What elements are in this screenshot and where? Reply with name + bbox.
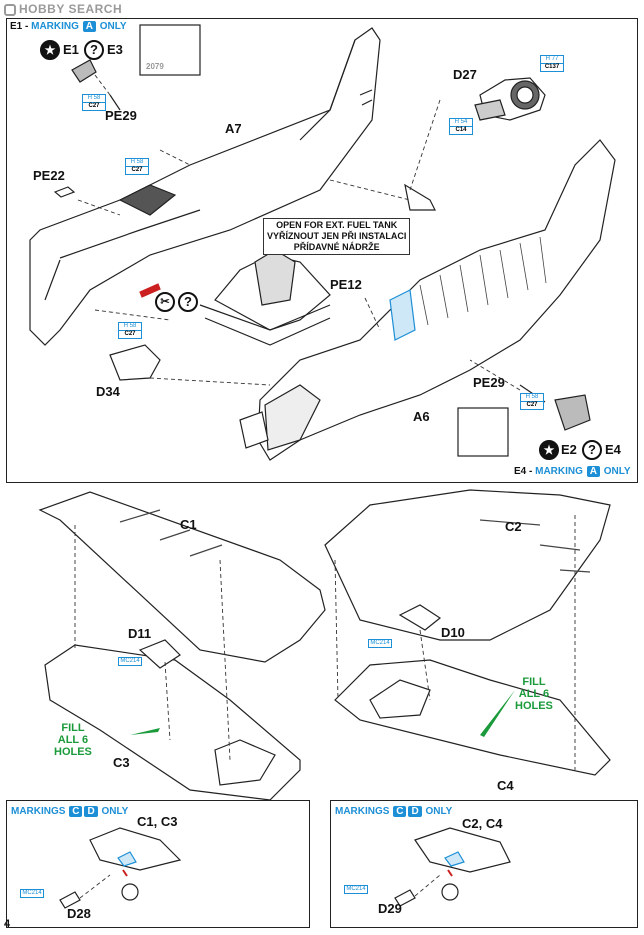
paint-code-value: C27	[126, 166, 148, 174]
question-icon: ?	[178, 292, 198, 312]
part-c4: C4	[497, 778, 514, 793]
marking-prefix: E1 -	[10, 21, 32, 32]
fill-line-2: ALL 6	[57, 734, 89, 746]
marking-header-e1: E1 - MARKING A ONLY	[10, 21, 127, 32]
marking-letter-badge: A	[586, 466, 600, 477]
part-c3: C3	[113, 755, 130, 770]
mc-code-bottom-left: MC214	[20, 889, 44, 898]
left-detail-frame	[6, 800, 310, 928]
marking-word: MARKINGS	[335, 806, 390, 817]
mc-code: MC214	[346, 886, 366, 892]
part-c2: C2	[505, 519, 522, 534]
fill-holes-note-right: FILL ALL 6 HOLES	[515, 676, 553, 712]
paint-code-value: C27	[521, 401, 543, 409]
question-icon: ✂	[155, 292, 175, 312]
part-a6: A6	[413, 409, 430, 424]
part-d27: D27	[453, 67, 477, 82]
paint-code-value: C14	[450, 126, 472, 134]
marking-suffix: ONLY	[600, 466, 631, 477]
marking-prefix: E4 -	[514, 466, 536, 477]
fill-line-2: ALL 6	[518, 688, 550, 700]
mc-code-left: MC214	[118, 657, 142, 666]
part-pe29-bottom: PE29	[473, 375, 505, 390]
e3-label: E3	[107, 42, 123, 57]
star-icon: ★	[539, 440, 559, 460]
part-pe29-top: PE29	[105, 108, 137, 123]
right-detail-frame	[330, 800, 638, 928]
fill-line-3: HOLES	[515, 700, 553, 712]
paint-code-value: C27	[83, 102, 105, 110]
star-icon: ★	[40, 40, 60, 60]
fuel-tank-note: OPEN FOR EXT. FUEL TANK VYŘÍZNOUT JEN PŘ…	[263, 218, 411, 255]
marking-header-e4: E4 - MARKING A ONLY	[514, 466, 631, 477]
marking-suffix: ONLY	[422, 806, 453, 817]
part-c1: C1	[180, 517, 197, 532]
paint-code-top: H 77	[545, 56, 559, 62]
marking-word: MARKINGS	[11, 806, 66, 817]
mc-code: MC214	[370, 640, 390, 646]
part-d11: D11	[128, 626, 152, 641]
fill-holes-note-left: FILL ALL 6 HOLES	[54, 722, 92, 758]
parts-c1-c3: C1, C3	[137, 814, 178, 829]
fill-line-1: FILL	[522, 676, 546, 688]
e4-label: E4	[605, 442, 621, 457]
paint-code-value: C137	[541, 63, 563, 71]
paint-code-top: H 54	[454, 119, 468, 125]
question-icon: ?	[582, 440, 602, 460]
question-icon: ?	[84, 40, 104, 60]
marking-letter-badge: C	[69, 806, 83, 817]
marking-word: MARKING	[31, 21, 79, 32]
page-number: 4	[4, 918, 11, 930]
parts-c2-c4: C2, C4	[462, 816, 503, 831]
part-d28: D28	[67, 906, 91, 921]
camera-icon	[4, 4, 16, 16]
marking-letter-badge: D	[408, 806, 422, 817]
marking-letter-badge: A	[82, 21, 96, 32]
fuel-note-line-3: PŘÍDAVNÉ NÁDRŽE	[293, 242, 380, 252]
watermark: HOBBY SEARCH	[4, 2, 122, 16]
marking-word: MARKING	[535, 466, 583, 477]
paint-code-top: H 58	[525, 394, 539, 400]
e2-label: E2	[561, 442, 577, 457]
mask-number: 2079	[146, 62, 164, 71]
part-pe12: PE12	[330, 277, 362, 292]
part-d10: D10	[441, 625, 465, 640]
part-d34: D34	[96, 384, 120, 399]
marking-letter-badge: C	[393, 806, 407, 817]
mc-code-right: MC214	[368, 639, 392, 648]
part-a7: A7	[225, 121, 242, 136]
paint-code-top: H 58	[123, 323, 137, 329]
paint-code-top: H 58	[130, 159, 144, 165]
fill-line-1: FILL	[61, 722, 85, 734]
fuel-note-line-2: VYŘÍZNOUT JEN PŘI INSTALACI	[267, 231, 407, 241]
watermark-text: HOBBY SEARCH	[19, 2, 123, 16]
part-pe22: PE22	[33, 168, 65, 183]
paint-code-top: H 58	[87, 95, 101, 101]
mc-code: MC214	[120, 658, 140, 664]
mc-code-bottom-right: MC214	[344, 885, 368, 894]
top-section-frame	[6, 18, 638, 483]
part-d29: D29	[378, 901, 402, 916]
e1-label: E1	[63, 42, 79, 57]
mc-code: MC214	[22, 890, 42, 896]
fuel-note-line-1: OPEN FOR EXT. FUEL TANK	[276, 220, 398, 230]
fill-line-3: HOLES	[54, 746, 92, 758]
paint-code-value: C27	[119, 330, 141, 338]
marking-suffix: ONLY	[98, 806, 129, 817]
marking-letter-badge: D	[84, 806, 98, 817]
marking-suffix: ONLY	[96, 21, 127, 32]
